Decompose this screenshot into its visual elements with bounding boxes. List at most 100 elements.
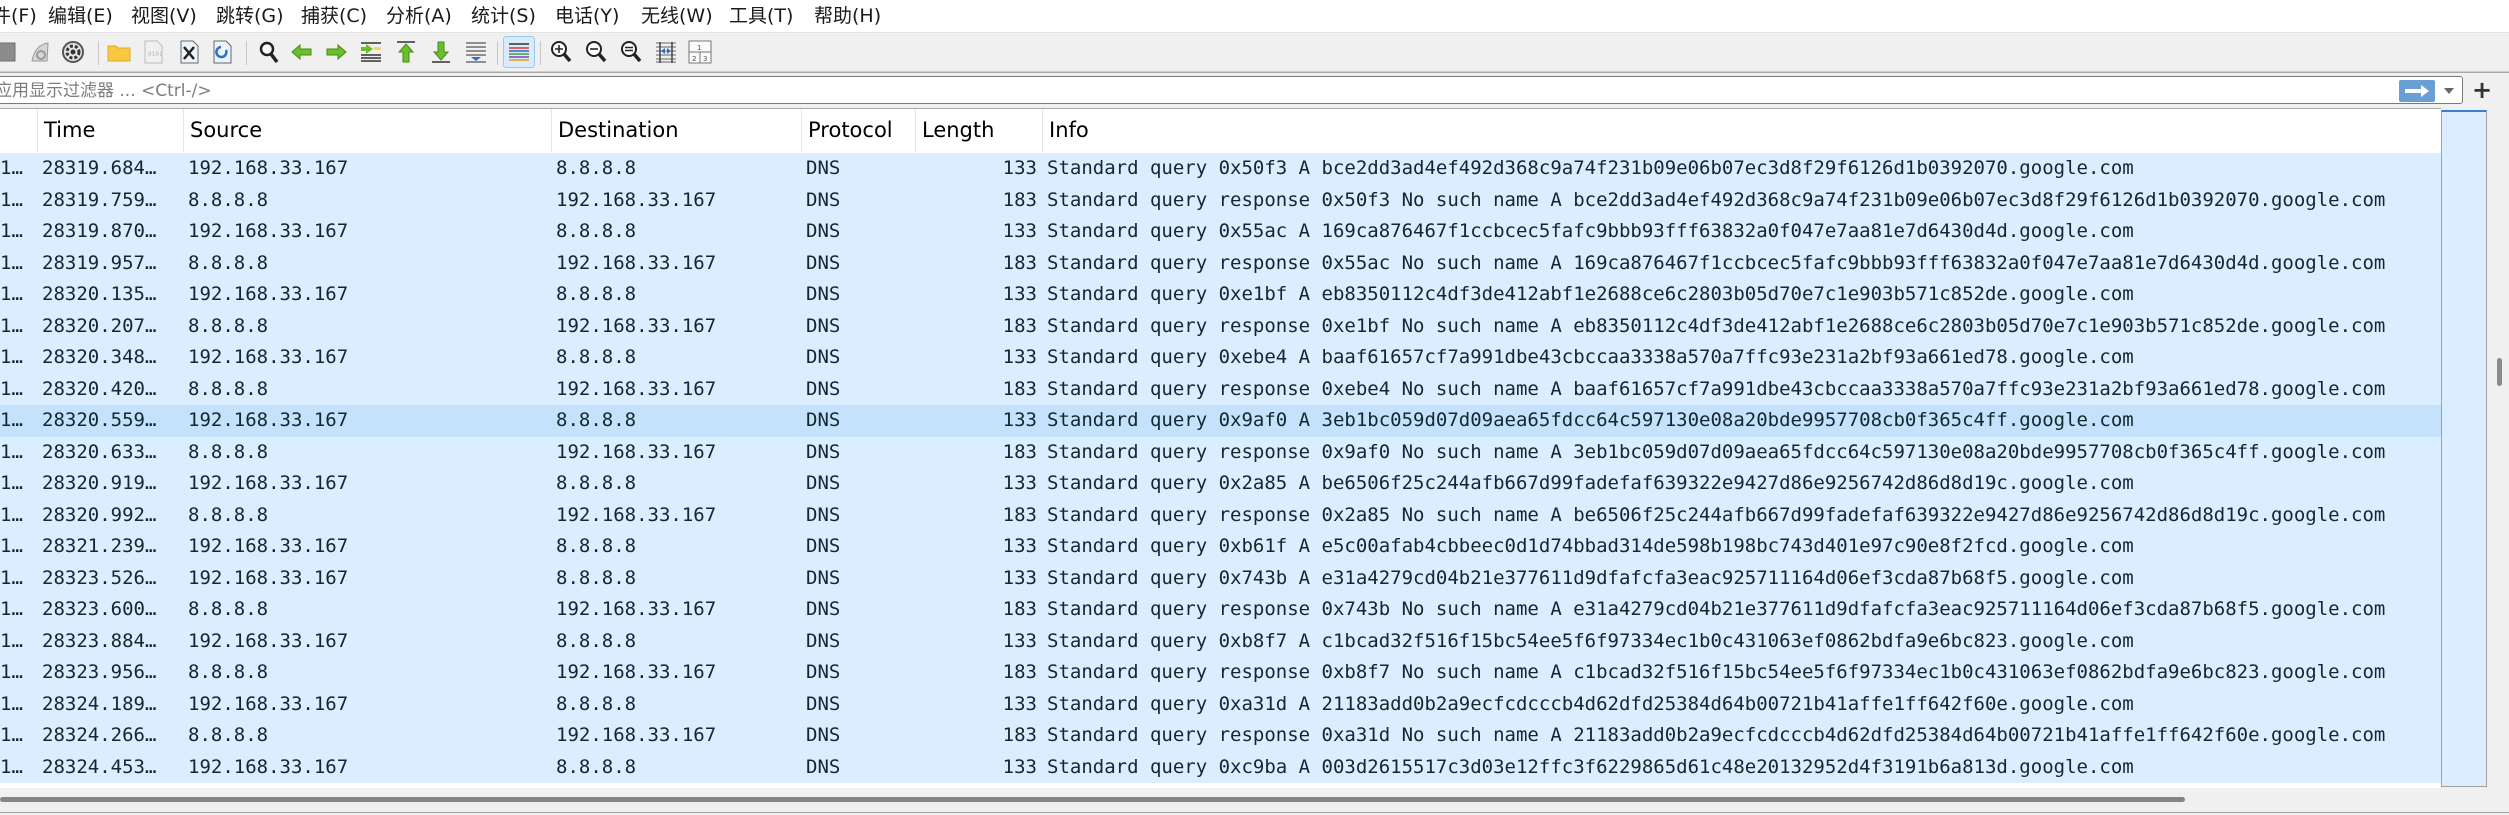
go-first-packet-button[interactable] xyxy=(392,38,420,66)
go-last-packet-button[interactable] xyxy=(427,38,455,66)
auto-scroll-button[interactable] xyxy=(462,38,490,66)
cell-time: 28323.956… xyxy=(42,661,157,683)
go-back-button[interactable] xyxy=(288,38,316,66)
cell-info: Standard query 0x9af0 A 3eb1bc059d07d09a… xyxy=(1047,409,2134,431)
save-file-button[interactable]: 0101 xyxy=(139,38,167,66)
open-file-button[interactable] xyxy=(105,38,133,66)
column-header-no[interactable] xyxy=(0,109,38,152)
cell-no: 1… xyxy=(0,409,23,431)
menu-go[interactable]: 跳转(G) xyxy=(216,5,284,27)
zoom-in-button[interactable] xyxy=(547,38,575,66)
cell-time: 28320.633… xyxy=(42,440,157,463)
zoom-normal-button[interactable] xyxy=(617,38,645,66)
svg-text:1: 1 xyxy=(697,44,701,52)
menu-statistics[interactable]: 统计(S) xyxy=(471,5,536,27)
menu-view[interactable]: 视图(V) xyxy=(131,5,197,27)
column-header-destination[interactable]: Destination xyxy=(552,109,802,152)
cell-length: 183 xyxy=(1002,314,1037,337)
zoom-out-button[interactable] xyxy=(582,38,610,66)
reload-file-button[interactable] xyxy=(208,38,236,66)
column-header-info[interactable]: Info xyxy=(1049,118,1089,142)
horizontal-scrollbar-thumb[interactable] xyxy=(0,797,2185,802)
go-forward-button[interactable] xyxy=(322,38,350,66)
save-file-icon: 0101 xyxy=(144,40,163,64)
svg-text:3: 3 xyxy=(703,55,707,63)
close-file-button[interactable] xyxy=(175,38,203,66)
capture-options-icon xyxy=(62,41,84,63)
cell-length: 133 xyxy=(1002,629,1037,652)
cell-destination: 8.8.8.8 xyxy=(556,157,637,179)
go-to-packet-icon xyxy=(361,42,381,62)
menu-help[interactable]: 帮助(H) xyxy=(814,5,882,27)
vertical-scrollbar-thumb[interactable] xyxy=(2497,358,2502,386)
menu-file[interactable]: 件(F) xyxy=(0,5,37,27)
cell-destination: 192.168.33.167 xyxy=(556,440,717,463)
cell-protocol: DNS xyxy=(806,377,841,400)
cell-destination: 8.8.8.8 xyxy=(556,755,637,778)
go-last-packet-icon xyxy=(432,41,450,63)
find-packet-button[interactable] xyxy=(255,38,283,66)
column-header-protocol[interactable]: Protocol xyxy=(802,109,916,152)
menu-analyze[interactable]: 分析(A) xyxy=(386,5,452,27)
close-file-icon xyxy=(180,40,199,64)
menu-edit[interactable]: 编辑(E) xyxy=(48,5,113,27)
display-filter-input[interactable]: 应用显示过滤器 ... <Ctrl-/> xyxy=(0,76,2463,104)
cell-destination: 8.8.8.8 xyxy=(556,629,637,652)
svg-text:2: 2 xyxy=(692,55,696,63)
add-filter-button[interactable]: + xyxy=(2472,76,2493,104)
restart-capture-icon xyxy=(31,42,49,62)
cell-no: 1… xyxy=(0,661,23,683)
resize-columns-button[interactable] xyxy=(652,38,680,66)
filter-history-dropdown[interactable] xyxy=(2442,82,2456,100)
stop-capture-icon xyxy=(0,42,16,62)
pane-divider[interactable] xyxy=(0,812,2509,813)
capture-options-button[interactable] xyxy=(59,38,87,66)
menu-wireless[interactable]: 无线(W) xyxy=(641,5,713,27)
cell-info: Standard query 0xe1bf A eb8350112c4df3de… xyxy=(1047,283,2134,305)
cell-time: 28319.759… xyxy=(42,188,157,211)
cell-no: 1… xyxy=(0,346,23,368)
menu-capture[interactable]: 捕获(C) xyxy=(301,5,368,27)
column-header-length[interactable]: Length xyxy=(916,109,1043,152)
packet-minimap[interactable] xyxy=(2441,110,2487,787)
colorize-button[interactable] xyxy=(503,36,535,68)
apply-filter-button[interactable] xyxy=(2399,80,2435,102)
cell-time: 28323.526… xyxy=(42,566,157,589)
column-header-time[interactable]: Time xyxy=(38,109,184,152)
cell-source: 192.168.33.167 xyxy=(188,346,349,368)
cell-destination: 8.8.8.8 xyxy=(556,692,637,715)
restart-capture-button[interactable] xyxy=(26,38,54,66)
column-header-source[interactable]: Source xyxy=(184,109,552,152)
vertical-scrollbar[interactable] xyxy=(2488,108,2509,788)
menu-tools[interactable]: 工具(T) xyxy=(729,5,794,27)
horizontal-scrollbar[interactable] xyxy=(0,788,2441,810)
menu-telephony[interactable]: 电话(Y) xyxy=(555,5,620,27)
go-to-packet-button[interactable] xyxy=(357,38,385,66)
stop-capture-button[interactable] xyxy=(0,38,20,66)
cell-length: 183 xyxy=(1002,503,1037,526)
cell-length: 183 xyxy=(1002,377,1037,400)
